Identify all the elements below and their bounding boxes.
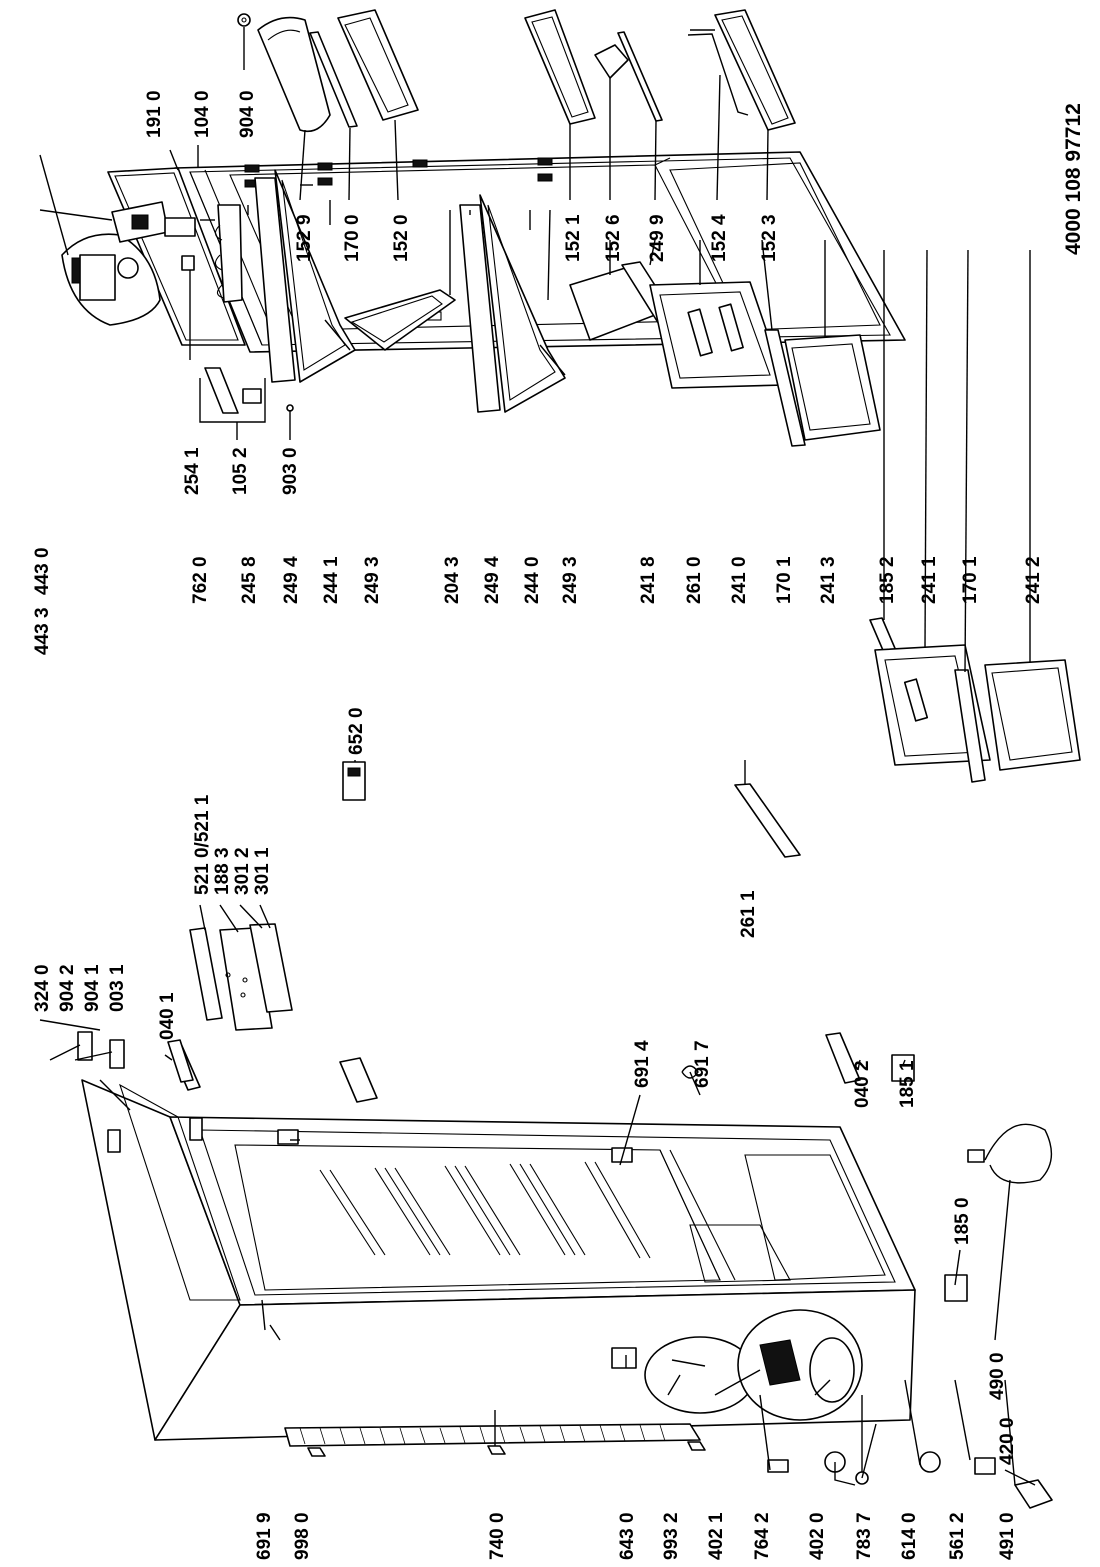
label-249-9: 249 9 — [647, 214, 668, 262]
label-904-0: 904 0 — [237, 90, 258, 138]
label-521-0-521-1: 521 0/521 1 — [192, 794, 213, 895]
label-104-0: 104 0 — [192, 90, 213, 138]
label-152-9: 152 9 — [294, 214, 315, 262]
label-245-8: 245 8 — [239, 556, 260, 604]
document-number: 4000 108 97712 — [1062, 103, 1085, 255]
label-105-2: 105 2 — [230, 447, 251, 495]
label-188-3: 188 3 — [212, 847, 233, 895]
label-003-1: 003 1 — [107, 964, 128, 1012]
label-402-0: 402 0 — [807, 1512, 828, 1560]
label-191-0: 191 0 — [144, 90, 165, 138]
label-170-0: 170 0 — [342, 214, 363, 262]
leader-lines — [39, 27, 1036, 1486]
label-040-1: 040 1 — [157, 992, 178, 1040]
label-443-3: 443 3 — [32, 607, 53, 655]
label-652-0: 652 0 — [346, 707, 367, 755]
label-301-1: 301 1 — [252, 847, 273, 895]
label-241-8: 241 8 — [638, 556, 659, 604]
label-903-0: 903 0 — [280, 447, 301, 495]
label-185-0: 185 0 — [952, 1197, 973, 1245]
label-491-0: 491 0 — [997, 1512, 1018, 1560]
label-204-3: 204 3 — [442, 556, 463, 604]
label-249-4-b: 249 4 — [482, 556, 503, 604]
label-561-2: 561 2 — [947, 1512, 968, 1560]
label-152-0: 152 0 — [391, 214, 412, 262]
label-904-2: 904 2 — [57, 964, 78, 1012]
label-691-9: 691 9 — [254, 1512, 275, 1560]
label-152-6: 152 6 — [603, 214, 624, 262]
label-170-1-a: 170 1 — [774, 556, 795, 604]
label-261-0: 261 0 — [684, 556, 705, 604]
label-244-1: 244 1 — [321, 556, 342, 604]
label-324-0: 324 0 — [32, 964, 53, 1012]
label-241-3: 241 3 — [818, 556, 839, 604]
label-691-7: 691 7 — [692, 1040, 713, 1088]
label-249-3-a: 249 3 — [362, 556, 383, 604]
label-254-1: 254 1 — [182, 447, 203, 495]
label-993-2: 993 2 — [661, 1512, 682, 1560]
shelves-drawers-assembly — [61, 169, 1081, 858]
label-241-1: 241 1 — [919, 556, 940, 604]
label-998-0: 998 0 — [292, 1512, 313, 1560]
label-443-0: 443 0 — [32, 547, 53, 595]
label-244-0: 244 0 — [522, 556, 543, 604]
cabinet-assembly — [77, 1031, 1053, 1509]
label-904-1: 904 1 — [82, 964, 103, 1012]
label-643-0: 643 0 — [617, 1512, 638, 1560]
label-614-0: 614 0 — [899, 1512, 920, 1560]
label-762-0: 762 0 — [190, 556, 211, 604]
label-691-4: 691 4 — [632, 1040, 653, 1088]
label-301-2: 301 2 — [232, 847, 253, 895]
label-185-2: 185 2 — [877, 556, 898, 604]
label-261-1: 261 1 — [738, 890, 759, 938]
label-490-0: 490 0 — [987, 1352, 1008, 1400]
control-assembly — [167, 923, 378, 1103]
label-783-7: 783 7 — [854, 1512, 875, 1560]
label-420-0: 420 0 — [997, 1417, 1018, 1465]
label-185-1: 185 1 — [897, 1060, 918, 1108]
label-040-2: 040 2 — [852, 1060, 873, 1108]
label-170-1-b: 170 1 — [960, 556, 981, 604]
label-402-1: 402 1 — [706, 1512, 727, 1560]
label-249-3-b: 249 3 — [560, 556, 581, 604]
label-241-2: 241 2 — [1023, 556, 1044, 604]
label-152-1: 152 1 — [563, 214, 584, 262]
part-labels: 4000 108 97712 191 0 104 0 904 0 152 9 1… — [32, 90, 1085, 1560]
label-152-4: 152 4 — [709, 214, 730, 262]
label-241-0: 241 0 — [729, 556, 750, 604]
label-764-2: 764 2 — [752, 1512, 773, 1560]
label-740-0: 740 0 — [487, 1512, 508, 1560]
label-249-4-a: 249 4 — [281, 556, 302, 604]
label-152-3: 152 3 — [759, 214, 780, 262]
